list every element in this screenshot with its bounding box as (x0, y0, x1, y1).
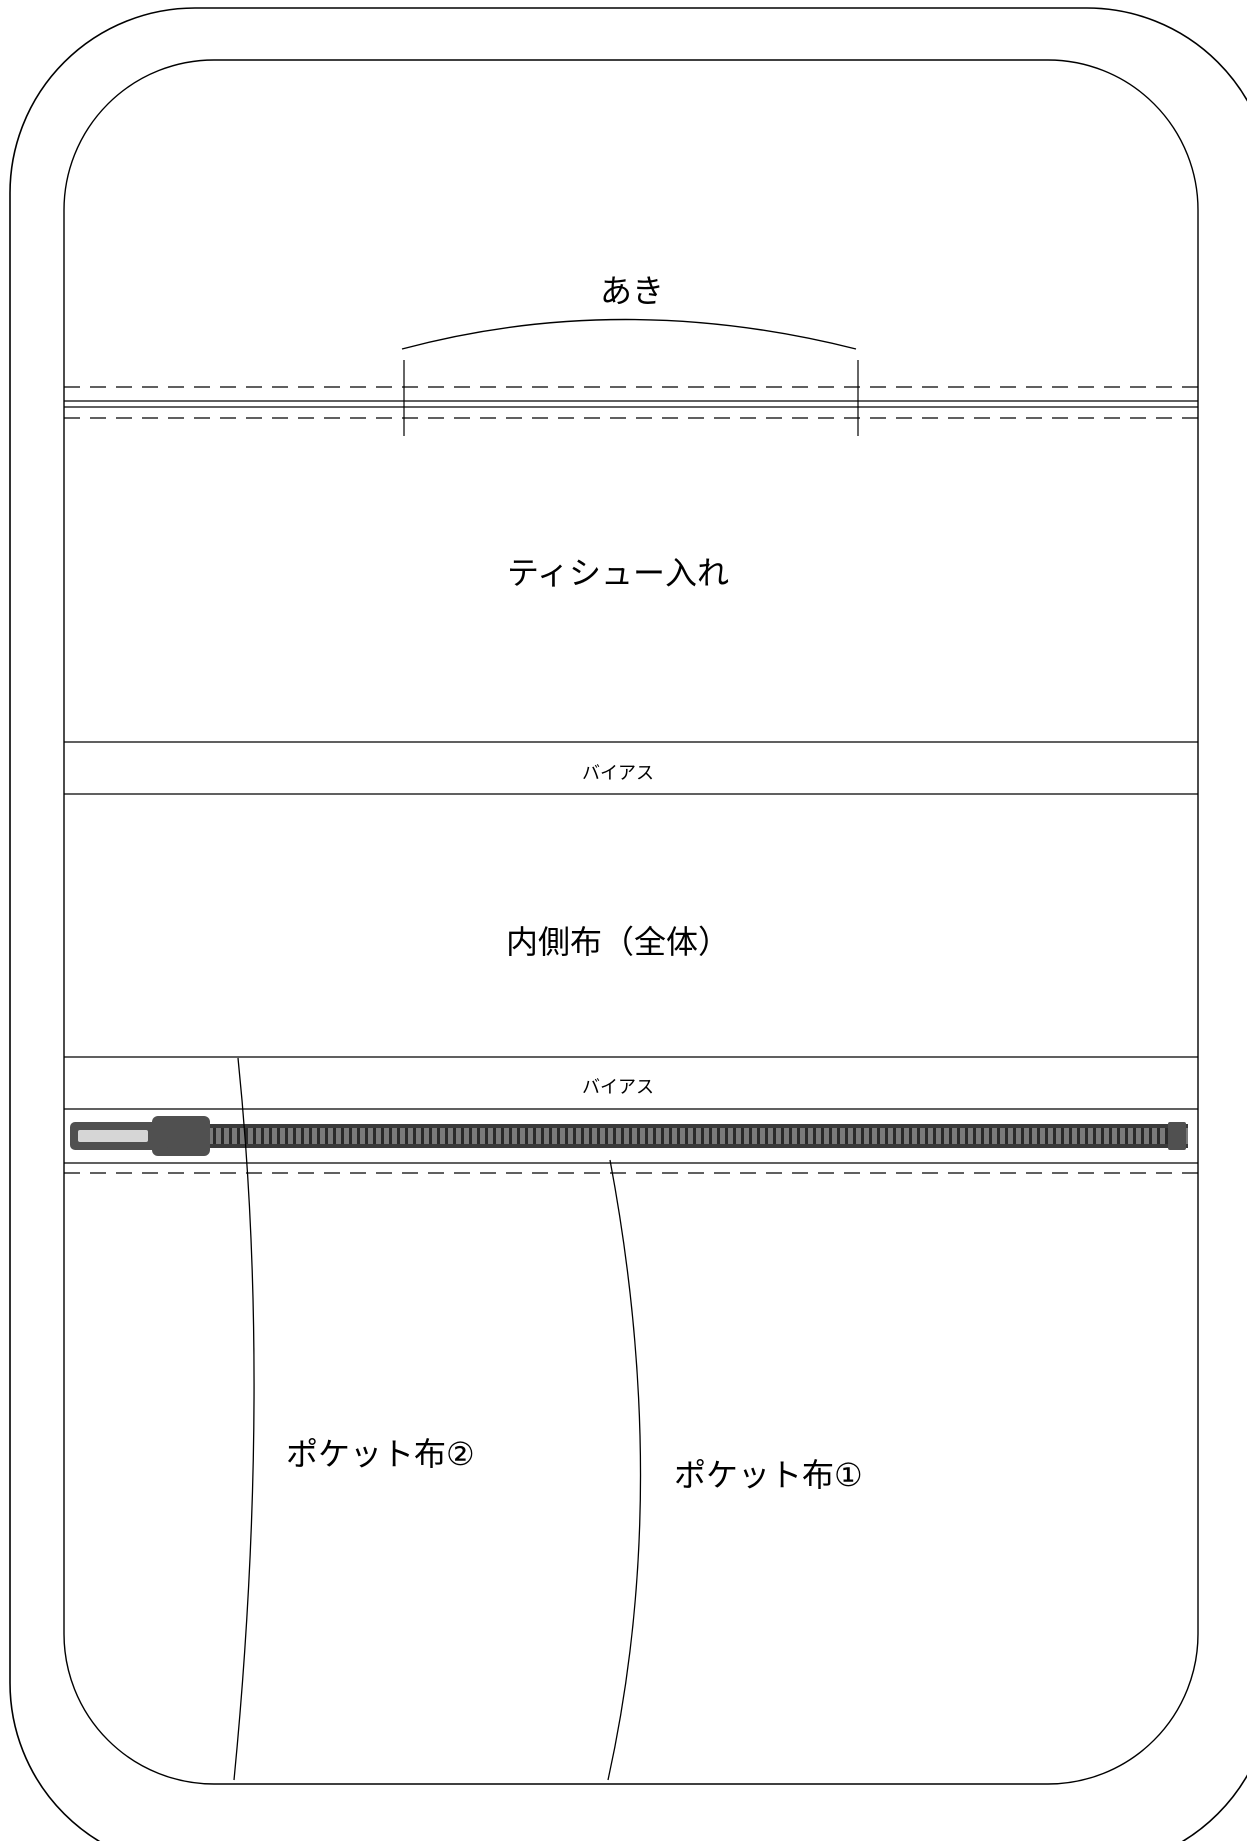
tissue-holder-label: ティシュー入れ (507, 554, 729, 592)
inner-fabric-label: 内側布（全体） (506, 923, 730, 961)
zipper-teeth (176, 1128, 1188, 1144)
pocket-2-boundary (233, 1057, 255, 1781)
pocket-1-boundary (607, 1159, 642, 1781)
opening-arc (401, 318, 857, 350)
inner-panel-outline (63, 59, 1199, 1785)
bias-bottom-label: バイアス (582, 1077, 654, 1098)
pocket-fabric-2-label: ポケット布② (286, 1435, 475, 1473)
outer-cover-outline (9, 7, 1247, 1841)
bias-top-label: バイアス (582, 763, 654, 784)
pocket-fabric-1-label: ポケット布① (674, 1456, 863, 1494)
zipper (70, 1116, 1188, 1156)
zipper-pull-hole (78, 1130, 148, 1142)
zipper-end-stop (1168, 1122, 1186, 1150)
opening-label: あき (600, 272, 664, 310)
